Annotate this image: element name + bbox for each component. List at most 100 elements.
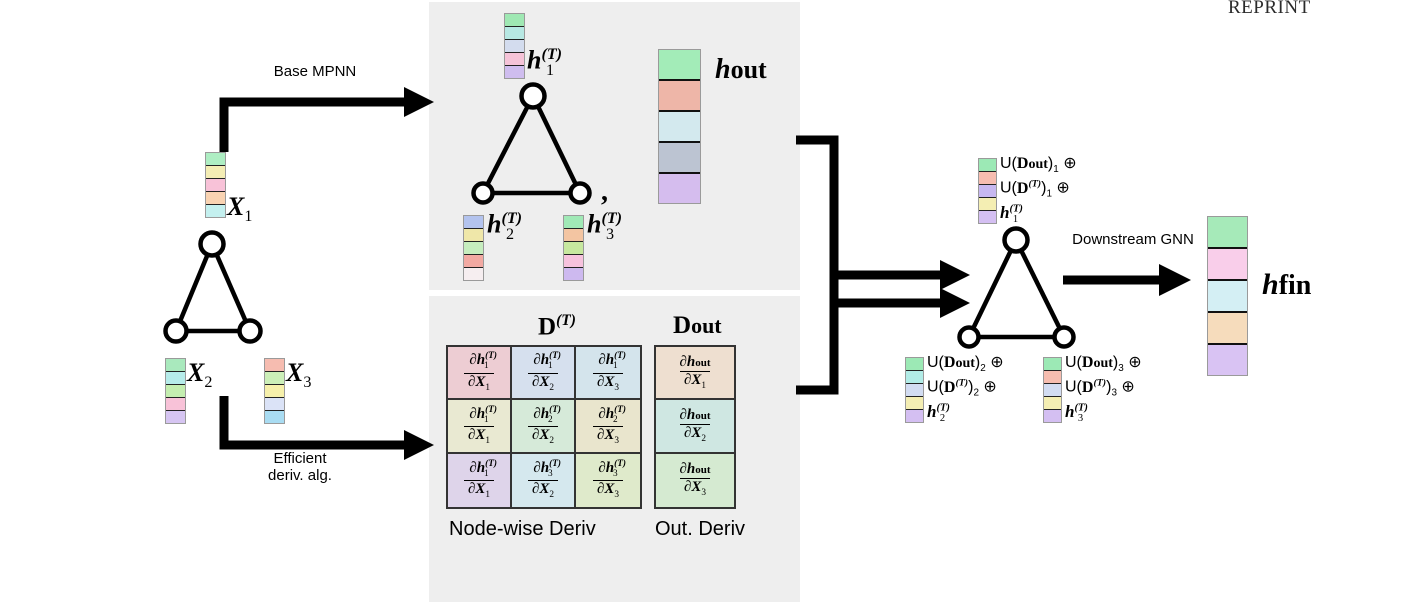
vector-cell [505, 14, 524, 27]
arrow-label-line1: Efficient [273, 450, 327, 467]
vector-cell [659, 112, 700, 143]
vector-cell [659, 143, 700, 174]
deriv-numerator: ∂h(T)1 [469, 404, 497, 425]
vector-cell [1044, 384, 1061, 397]
deriv-numerator: ∂hout [679, 353, 711, 370]
caption-nodewise-deriv: Node-wise Deriv [449, 518, 596, 540]
vector-cell [206, 166, 225, 179]
node3-label-line2: U(D(T))3 ⊕ [1065, 377, 1135, 399]
mpnn-node-3 [568, 181, 592, 205]
deriv-cell: ∂hout∂X1 [656, 347, 734, 401]
node3-label-line1: U(Dout)3 ⊕ [1065, 354, 1142, 375]
vector-cell [166, 385, 185, 398]
vector-cell [1208, 345, 1247, 375]
vector-cell [1044, 397, 1061, 410]
vector-cell [906, 384, 923, 397]
deriv-denominator: ∂X3 [679, 478, 711, 499]
vector-downstream-node1 [978, 158, 997, 224]
vector-cell [464, 268, 483, 280]
mpnn-output-panel-bg [429, 2, 800, 290]
vector-cell [979, 172, 996, 185]
deriv-numerator: ∂hout [679, 461, 711, 478]
deriv-cell: ∂h(T)1∂X1 [448, 347, 512, 401]
label-X2: X2 [187, 358, 213, 392]
vector-X3 [264, 358, 285, 424]
vector-h1 [504, 13, 525, 79]
vector-cell [1044, 358, 1061, 371]
vector-cell [659, 174, 700, 203]
node2-label-line3: h(T)2 [927, 401, 950, 425]
downstream-node-1 [1002, 226, 1030, 254]
arrow-label-efficient-deriv: Efficient deriv. alg. [215, 450, 385, 485]
node3-label-line3: h(T)3 [1065, 401, 1088, 425]
deriv-cell: ∂h(T)1∂X3 [576, 347, 640, 401]
downstream-graph-edges [957, 226, 1076, 349]
arrow-efficient-deriv [219, 396, 434, 460]
vector-cell [564, 242, 583, 255]
vector-cell [166, 359, 185, 372]
label-downstream-node1: U(Dout)1 ⊕ U(D(T))1 ⊕ h(T)1 [1000, 155, 1077, 226]
deriv-numerator: ∂h(T)1 [533, 351, 561, 372]
deriv-denominator: ∂X3 [592, 425, 624, 447]
downstream-node-3 [1052, 325, 1076, 349]
label-downstream-node3: U(Dout)3 ⊕ U(D(T))3 ⊕ h(T)3 [1065, 354, 1142, 425]
deriv-numerator: ∂hout [679, 406, 711, 423]
vector-cell [206, 179, 225, 192]
label-h3: h(T)3 [587, 209, 623, 243]
vector-cell [979, 185, 996, 198]
downstream-node-2 [957, 325, 981, 349]
vector-cell [1208, 281, 1247, 313]
vector-cell [206, 192, 225, 205]
vector-cell [206, 153, 225, 166]
input-graph-edges [163, 230, 263, 344]
vector-cell [906, 371, 923, 384]
vector-X1 [205, 152, 226, 218]
vector-cell [505, 53, 524, 66]
label-hout: hout [715, 54, 767, 85]
deriv-denominator: ∂X2 [527, 372, 559, 394]
node2-label-line2: U(D(T))2 ⊕ [927, 377, 997, 399]
deriv-denominator: ∂X3 [592, 480, 624, 501]
deriv-cell: ∂h(T)2∂X2 [512, 400, 576, 454]
deriv-cell: ∂hout∂X3 [656, 453, 734, 507]
mpnn-node-1 [519, 82, 547, 110]
vector-hfin [1207, 216, 1248, 376]
vector-cell [166, 398, 185, 411]
arrow-label-base-mpnn: Base MPNN [273, 63, 357, 80]
vector-h2 [463, 215, 484, 281]
deriv-cell: ∂h(T)3∂X3 [576, 453, 640, 507]
arrow-merge-to-downstream [796, 135, 970, 395]
deriv-numerator: ∂h(T)2 [533, 404, 561, 425]
vector-cell [505, 40, 524, 53]
nodewise-derivative-matrix: ∂h(T)1∂X1 ∂h(T)1∂X2 ∂h(T)1∂X3 ∂h(T)1∂X1 … [446, 345, 642, 509]
vector-X2 [165, 358, 186, 424]
vector-cell [906, 397, 923, 410]
mpnn-graph-edges [471, 82, 592, 205]
deriv-cell: ∂hout∂X2 [656, 400, 734, 454]
label-downstream-node2: U(Dout)2 ⊕ U(D(T))2 ⊕ h(T)2 [927, 354, 1004, 425]
vector-cell [464, 229, 483, 242]
deriv-numerator: ∂h(T)3 [533, 459, 561, 480]
vector-cell [464, 255, 483, 268]
vector-cell [1208, 217, 1247, 249]
vector-cell [564, 229, 583, 242]
comma-separator: , [601, 176, 608, 207]
vector-cell [564, 255, 583, 268]
vector-cell [659, 50, 700, 81]
deriv-denominator: ∂X3 [592, 372, 624, 394]
vector-downstream-node2 [905, 357, 924, 423]
deriv-numerator: ∂h(T)1 [598, 351, 626, 372]
deriv-denominator: ∂X2 [527, 425, 559, 447]
deriv-numerator: ∂h(T)3 [598, 459, 626, 480]
vector-cell [906, 358, 923, 371]
node1-label-line3: h(T)1 [1000, 202, 1023, 226]
deriv-cell: ∂h(T)1∂X2 [512, 347, 576, 401]
vector-cell [659, 81, 700, 112]
input-node-2 [163, 318, 189, 344]
label-hfin: hfin [1262, 268, 1312, 301]
vector-cell [1044, 410, 1061, 422]
vector-cell [1044, 371, 1061, 384]
vector-cell [1208, 313, 1247, 345]
vector-cell [206, 205, 225, 217]
